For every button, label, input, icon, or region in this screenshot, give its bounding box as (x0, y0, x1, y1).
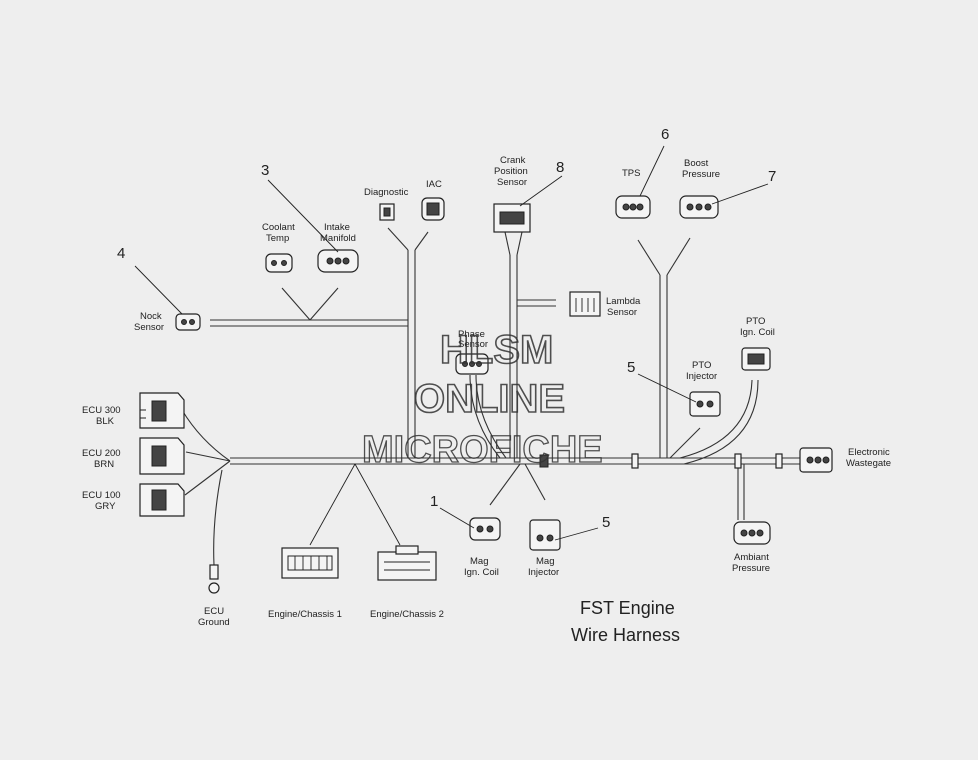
callout-3: 3 (261, 162, 269, 179)
label-ecu200-b: BRN (94, 459, 114, 470)
ecu-300-connector (139, 392, 185, 429)
callout-7: 7 (768, 168, 776, 185)
label-mag-coil-a: Mag (470, 556, 488, 567)
label-phase-b: Sensor (458, 339, 488, 350)
pto-ign-coil-connector (741, 347, 771, 371)
label-engine-chassis-1: Engine/Chassis 1 (268, 609, 342, 620)
electronic-wastegate-connector (799, 447, 833, 473)
intake-manifold-connector (317, 249, 359, 273)
label-wastegate-b: Wastegate (846, 458, 891, 469)
ecu-ground-terminal (208, 564, 220, 594)
ambient-pressure-connector (733, 521, 771, 545)
watermark-line-2: ONLINE (414, 377, 565, 421)
label-phase-a: Phase (458, 329, 485, 340)
crank-position-sensor-connector (493, 203, 531, 233)
watermark-line-1: HLSM (440, 328, 553, 372)
ecu-100-connector (139, 483, 185, 517)
phase-sensor-connector (455, 353, 489, 375)
label-crank-b: Position (494, 166, 528, 177)
diagnostic-connector (379, 203, 395, 221)
callout-6: 6 (661, 126, 669, 143)
label-mag-coil-b: Ign. Coil (464, 567, 499, 578)
label-wastegate-a: Electronic (848, 447, 890, 458)
watermark: HLSM ONLINE MICROFICHE (361, 327, 603, 471)
iac-connector (421, 197, 445, 221)
diagram-title: FST Engine Wire Harness (571, 598, 680, 645)
component-labels: ECU 300 BLK ECU 200 BRN ECU 100 GRY ECU … (82, 155, 891, 628)
knock-sensor-connector (175, 313, 201, 331)
engine-chassis-2-connector (377, 545, 437, 581)
label-knock-a: Nock (140, 311, 162, 322)
label-ambient-a: Ambiant (734, 552, 769, 563)
boost-pressure-connector (679, 195, 719, 219)
callout-leaders (134, 145, 769, 541)
mag-injector-connector (529, 519, 561, 551)
label-mag-inj-a: Mag (536, 556, 554, 567)
label-mag-inj-b: Injector (528, 567, 559, 578)
callout-5-pto: 5 (627, 359, 635, 376)
lambda-sensor-connector (569, 291, 601, 317)
label-crank-a: Crank (500, 155, 526, 166)
label-ecu-ground-a: ECU (204, 606, 224, 617)
label-boost-b: Pressure (682, 169, 720, 180)
label-coolant-a: Coolant (262, 222, 295, 233)
label-coolant-b: Temp (266, 233, 289, 244)
label-pto-inj-a: PTO (692, 360, 711, 371)
callout-8: 8 (556, 159, 564, 176)
label-lambda-a: Lambda (606, 296, 641, 307)
label-crank-c: Sensor (497, 177, 527, 188)
label-iac: IAC (426, 179, 442, 190)
label-pto-coil-b: Ign. Coil (740, 327, 775, 338)
callout-1: 1 (430, 493, 438, 510)
label-intake-b: Manifold (320, 233, 356, 244)
engine-chassis-1-connector (281, 547, 339, 579)
label-boost-a: Boost (684, 158, 709, 169)
label-pto-inj-b: Injector (686, 371, 717, 382)
ecu-200-connector (139, 437, 185, 475)
label-ecu300-a: ECU 300 (82, 405, 121, 416)
label-ambient-b: Pressure (732, 563, 770, 574)
title-line-2: Wire Harness (571, 625, 680, 645)
tps-connector (615, 195, 651, 219)
label-ecu100-a: ECU 100 (82, 490, 121, 501)
title-line-1: FST Engine (580, 598, 675, 618)
label-tps: TPS (622, 168, 640, 179)
callout-5-mag: 5 (602, 514, 610, 531)
label-ecu300-b: BLK (96, 416, 115, 427)
label-ecu100-b: GRY (95, 501, 116, 512)
label-lambda-b: Sensor (607, 307, 637, 318)
callout-4: 4 (117, 245, 125, 262)
harness-wires (181, 227, 800, 566)
watermark-line-3: MICROFICHE (362, 429, 603, 471)
label-ecu-ground-b: Ground (198, 617, 230, 628)
label-ecu200-a: ECU 200 (82, 448, 121, 459)
label-knock-b: Sensor (134, 322, 164, 333)
label-pto-coil-a: PTO (746, 316, 765, 327)
coolant-temp-connector (265, 253, 293, 273)
callout-numbers: 3 4 8 6 7 5 1 5 (117, 126, 776, 531)
label-intake-a: Intake (324, 222, 350, 233)
pto-injector-connector (689, 391, 721, 417)
label-diagnostic: Diagnostic (364, 187, 409, 198)
label-engine-chassis-2: Engine/Chassis 2 (370, 609, 444, 620)
mag-ign-coil-connector (469, 517, 501, 541)
